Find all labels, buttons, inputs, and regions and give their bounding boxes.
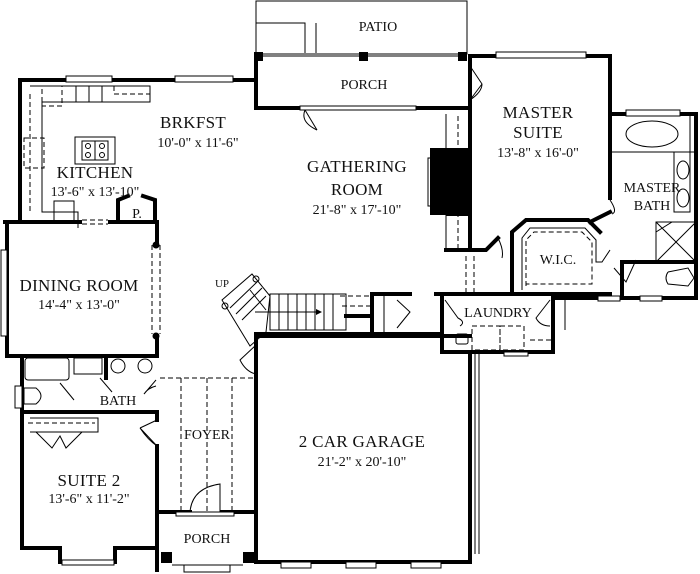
suite-2-walls xyxy=(20,410,159,566)
pantry-label: P. xyxy=(132,207,142,222)
suite-2-label: SUITE 2 xyxy=(57,471,120,490)
gathering-room-label-line2: ROOM xyxy=(331,180,383,199)
master-suite-size: 13'-8" x 16'-0" xyxy=(497,146,579,161)
kitchen-label: KITCHEN xyxy=(57,163,134,182)
hall-closet xyxy=(340,292,412,338)
porch-posts xyxy=(254,52,467,61)
pantry xyxy=(116,193,157,224)
bath-label: BATH xyxy=(100,394,137,409)
foyer xyxy=(155,377,258,573)
kitchen-counters xyxy=(23,85,151,228)
master-bath-label-line2: BATH xyxy=(634,199,671,214)
wic-label: W.I.C. xyxy=(540,253,576,268)
master-suite-label-line1: MASTER xyxy=(503,103,574,122)
front-porch-label: PORCH xyxy=(184,532,231,547)
suite-2-size: 13'-6" x 11'-2" xyxy=(48,492,129,507)
stairs xyxy=(221,273,376,380)
master-suite-label-line2: SUITE xyxy=(513,123,563,142)
rear-porch-walls xyxy=(254,56,472,131)
master-bath xyxy=(551,109,698,302)
gathering-room-size: 21'-8" x 17'-10" xyxy=(313,203,402,218)
laundry-label: LAUNDRY xyxy=(464,306,532,321)
patio-label: PATIO xyxy=(359,20,397,35)
brkfst-label: BRKFST xyxy=(160,113,226,132)
rear-porch-label: PORCH xyxy=(341,78,388,93)
hall-bath xyxy=(14,354,157,414)
dining-room-walls xyxy=(0,219,161,358)
kitchen-brkfst-walls xyxy=(18,75,258,224)
master-suite-walls xyxy=(468,51,616,296)
brkfst-size: 10'-0" x 11'-6" xyxy=(157,136,238,151)
garage-size: 21'-2" x 20'-10" xyxy=(318,455,407,470)
laundry xyxy=(372,292,612,357)
kitchen-size: 13'-6" x 13'-10" xyxy=(51,185,140,200)
stairs-up-label: UP xyxy=(215,278,229,290)
foyer-label: FOYER xyxy=(184,428,231,443)
garage-label: 2 CAR GARAGE xyxy=(299,432,425,451)
cooktop-island xyxy=(74,136,116,165)
gathering-room-walls xyxy=(427,56,483,294)
dining-room-size: 14'-4" x 13'-0" xyxy=(38,298,120,313)
garage-walls xyxy=(254,334,480,569)
dining-room-label: DINING ROOM xyxy=(20,276,139,295)
gathering-room-label-line1: GATHERING xyxy=(307,157,407,176)
master-bath-label-line1: MASTER xyxy=(624,181,681,196)
